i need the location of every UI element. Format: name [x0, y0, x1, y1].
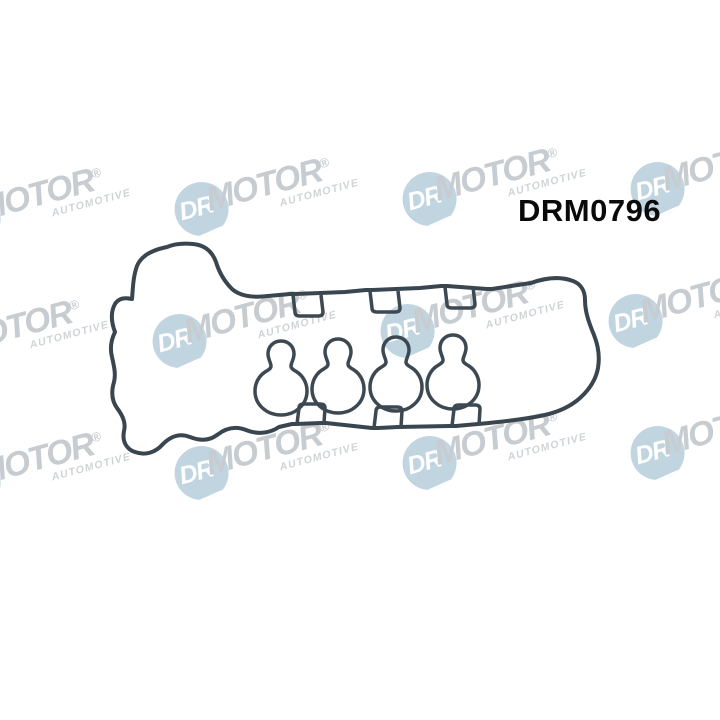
gasket-main-outline — [109, 241, 601, 456]
top-mounting-tabs — [291, 286, 477, 318]
top-mounting-tab — [368, 290, 402, 314]
spark-plug-seal — [368, 335, 424, 413]
top-mounting-tab — [443, 286, 477, 310]
spark-plug-seal — [310, 337, 366, 415]
top-mounting-tab — [291, 294, 325, 318]
spark-plug-seal — [425, 333, 481, 411]
product-code-label: DRM0796 — [518, 193, 662, 228]
spark-plug-seals — [253, 333, 481, 417]
spark-plug-seal — [253, 339, 309, 417]
